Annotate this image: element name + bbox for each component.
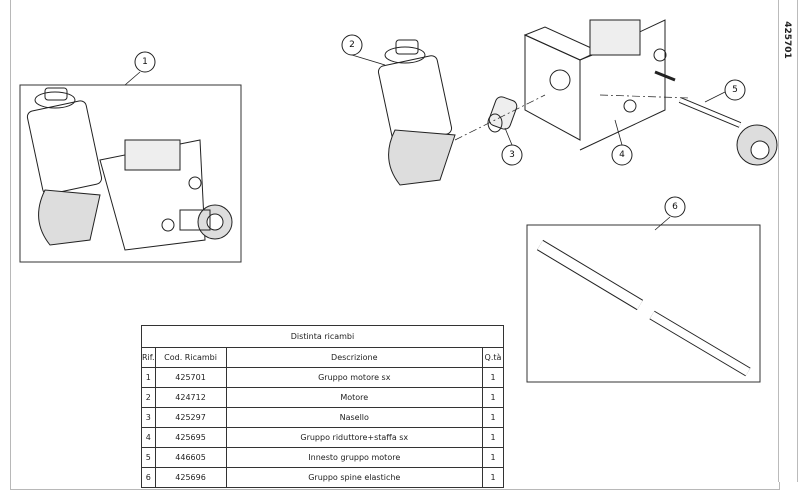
svg-text:4: 4 xyxy=(619,150,625,160)
balloon-4: 4 xyxy=(611,144,633,166)
assembly-illustration xyxy=(26,87,233,251)
innesto-illustration xyxy=(678,97,778,166)
nasello-illustration xyxy=(487,96,518,133)
balloon-6: 6 xyxy=(664,196,686,218)
table-title: Distinta ricambi xyxy=(141,325,504,348)
parts-list-table: Distinta ricambi Rif. Cod. Ricambi Descr… xyxy=(141,325,504,488)
balloon-2: 2 xyxy=(341,34,363,56)
spine-illustration xyxy=(536,239,751,377)
bracket-illustration xyxy=(523,19,676,151)
svg-text:5: 5 xyxy=(732,85,738,95)
detail-box-assembly xyxy=(19,84,242,263)
detail-box-pins xyxy=(526,224,761,383)
balloon-3: 3 xyxy=(501,144,523,166)
svg-text:2: 2 xyxy=(349,40,355,50)
header-rif: Rif. xyxy=(141,347,156,368)
header-descrizione: Descrizione xyxy=(225,347,484,368)
header-qta: Q.tà xyxy=(482,347,504,368)
balloon-1: 1 xyxy=(134,51,156,73)
svg-text:6: 6 xyxy=(672,202,678,212)
balloon-5: 5 xyxy=(724,79,746,101)
svg-text:1: 1 xyxy=(142,57,148,67)
title-strip xyxy=(778,0,798,482)
svg-text:3: 3 xyxy=(509,150,515,160)
header-cod: Cod. Ricambi xyxy=(154,347,227,368)
table-header: Rif. Cod. Ricambi Descrizione Q.tà xyxy=(141,347,504,368)
motor-illustration xyxy=(377,39,456,186)
